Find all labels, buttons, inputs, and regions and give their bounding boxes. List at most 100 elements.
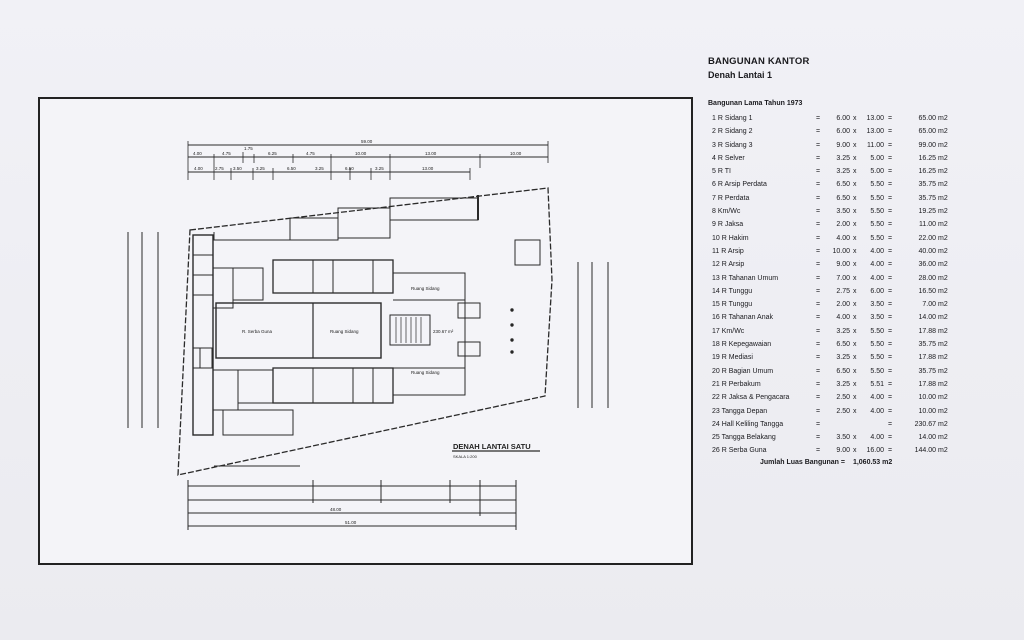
room-number: 18 xyxy=(712,341,720,349)
room-area: 99.00 xyxy=(918,141,936,149)
room-area: 14.00 xyxy=(918,314,936,322)
room-area: 10.00 xyxy=(918,407,936,415)
total-value: 1,060.53 m2 xyxy=(852,459,893,466)
equals-sign: = xyxy=(888,434,893,442)
room-length: 5.50 xyxy=(870,194,884,202)
area-unit: m2 xyxy=(938,420,948,428)
area-unit: m2 xyxy=(938,247,948,255)
room-length: 5.00 xyxy=(870,168,884,176)
room-label: R Arsip Perdata xyxy=(717,181,767,189)
equals-sign: = xyxy=(888,447,893,455)
room-name: 18 R Kepegawaian xyxy=(712,338,771,351)
times-sign: x xyxy=(853,221,857,229)
times-sign: x xyxy=(853,327,857,335)
equals-sign: = xyxy=(888,247,893,255)
room-name: 5 R TI xyxy=(712,165,731,178)
room-label: R Jaksa & Pengacara xyxy=(721,394,790,402)
document-subtitle: Denah Lantai 1 xyxy=(708,70,773,80)
area-unit: m2 xyxy=(938,274,948,282)
room-name: 14 R Tunggu xyxy=(712,285,752,298)
room-number: 24 xyxy=(712,420,720,428)
room-number: 19 xyxy=(712,354,720,362)
room-name: 25 Tangga Belakang xyxy=(712,431,776,444)
room-number: 22 xyxy=(712,394,720,402)
times-sign: x xyxy=(853,447,857,455)
dim-label: 3.25 xyxy=(315,166,324,171)
room-length: 3.50 xyxy=(870,301,884,309)
room-length: 13.00 xyxy=(866,128,884,136)
room-area: 35.75 xyxy=(918,194,936,202)
room-length: 11.00 xyxy=(867,141,884,149)
equals-sign: = xyxy=(816,208,821,216)
dim-label: 3.50 xyxy=(233,166,242,171)
equals-sign: = xyxy=(816,367,821,375)
dim-label: 3.25 xyxy=(375,166,384,171)
room-width: 2.75 xyxy=(836,287,850,295)
room-label: R Selver xyxy=(717,154,745,162)
equals-sign: = xyxy=(816,234,821,242)
equals-sign: = xyxy=(888,394,893,402)
room-label: R Serba Guna xyxy=(721,447,767,455)
dim-label: 2.75 xyxy=(215,166,224,171)
room-number: 10 xyxy=(712,234,720,242)
area-unit: m2 xyxy=(938,301,948,309)
equals-sign: = xyxy=(816,314,821,322)
equals-sign: = xyxy=(816,128,821,136)
room-number: 17 xyxy=(712,327,720,335)
equals-sign: = xyxy=(888,168,893,176)
stair-center xyxy=(395,317,422,343)
equals-sign: = xyxy=(816,354,821,362)
times-sign: x xyxy=(853,301,857,309)
room-label: R Sidang 3 xyxy=(717,141,753,149)
area-unit: m2 xyxy=(938,287,948,295)
room-width: 2.50 xyxy=(836,394,850,402)
room-label: R Kepegawaian xyxy=(721,341,772,349)
room-label: Tangga Belakang xyxy=(721,434,776,442)
area-unit: m2 xyxy=(938,208,948,216)
room-number: 2 xyxy=(712,128,716,136)
room-length: 13.00 xyxy=(866,115,884,122)
equals-sign: = xyxy=(816,407,821,415)
room-width: 6.50 xyxy=(836,181,850,189)
room-label: R Jaksa xyxy=(717,221,744,229)
room-name: 20 R Bagian Umum xyxy=(712,365,773,378)
area-unit: m2 xyxy=(938,341,948,349)
room-width: 6.00 xyxy=(836,128,850,136)
times-sign: x xyxy=(853,287,857,295)
times-sign: x xyxy=(853,274,857,282)
room-width: 3.25 xyxy=(836,380,850,388)
room-label: Km/Wc xyxy=(717,208,741,216)
room-label: Hall Keliling Tangga xyxy=(721,420,784,428)
room-number: 21 xyxy=(712,380,720,388)
room-width: 9.00 xyxy=(836,141,850,149)
equals-sign: = xyxy=(816,141,821,149)
room-width: 2.50 xyxy=(836,407,850,415)
room-length: 5.50 xyxy=(870,234,884,242)
room-label: R Bagian Umum xyxy=(721,367,774,375)
equals-sign: = xyxy=(888,181,893,189)
area-unit: m2 xyxy=(938,141,948,149)
area-unit: m2 xyxy=(938,447,948,455)
room-length: 5.50 xyxy=(870,367,884,375)
room-width: 6.50 xyxy=(836,194,850,202)
room-length: 6.00 xyxy=(870,287,884,295)
dim-label: 4.75 xyxy=(306,151,315,156)
room-area: 65.00 xyxy=(918,128,936,136)
room-label-sidang: Ruang Sidang xyxy=(330,329,359,334)
table-heading: Bangunan Lama Tahun 1973 xyxy=(708,100,803,107)
room-number: 3 xyxy=(712,141,716,149)
plan-title: DENAH LANTAI SATU xyxy=(453,442,531,451)
equals-sign: = xyxy=(816,341,821,349)
equals-sign: = xyxy=(816,181,821,189)
drawing-frame xyxy=(38,97,693,565)
equals-sign: = xyxy=(888,341,893,349)
room-area: 35.75 xyxy=(918,181,936,189)
room-length: 5.50 xyxy=(870,354,884,362)
room-label: R Mediasi xyxy=(721,354,753,362)
hall-area-label: 230.67 m² xyxy=(433,329,454,334)
